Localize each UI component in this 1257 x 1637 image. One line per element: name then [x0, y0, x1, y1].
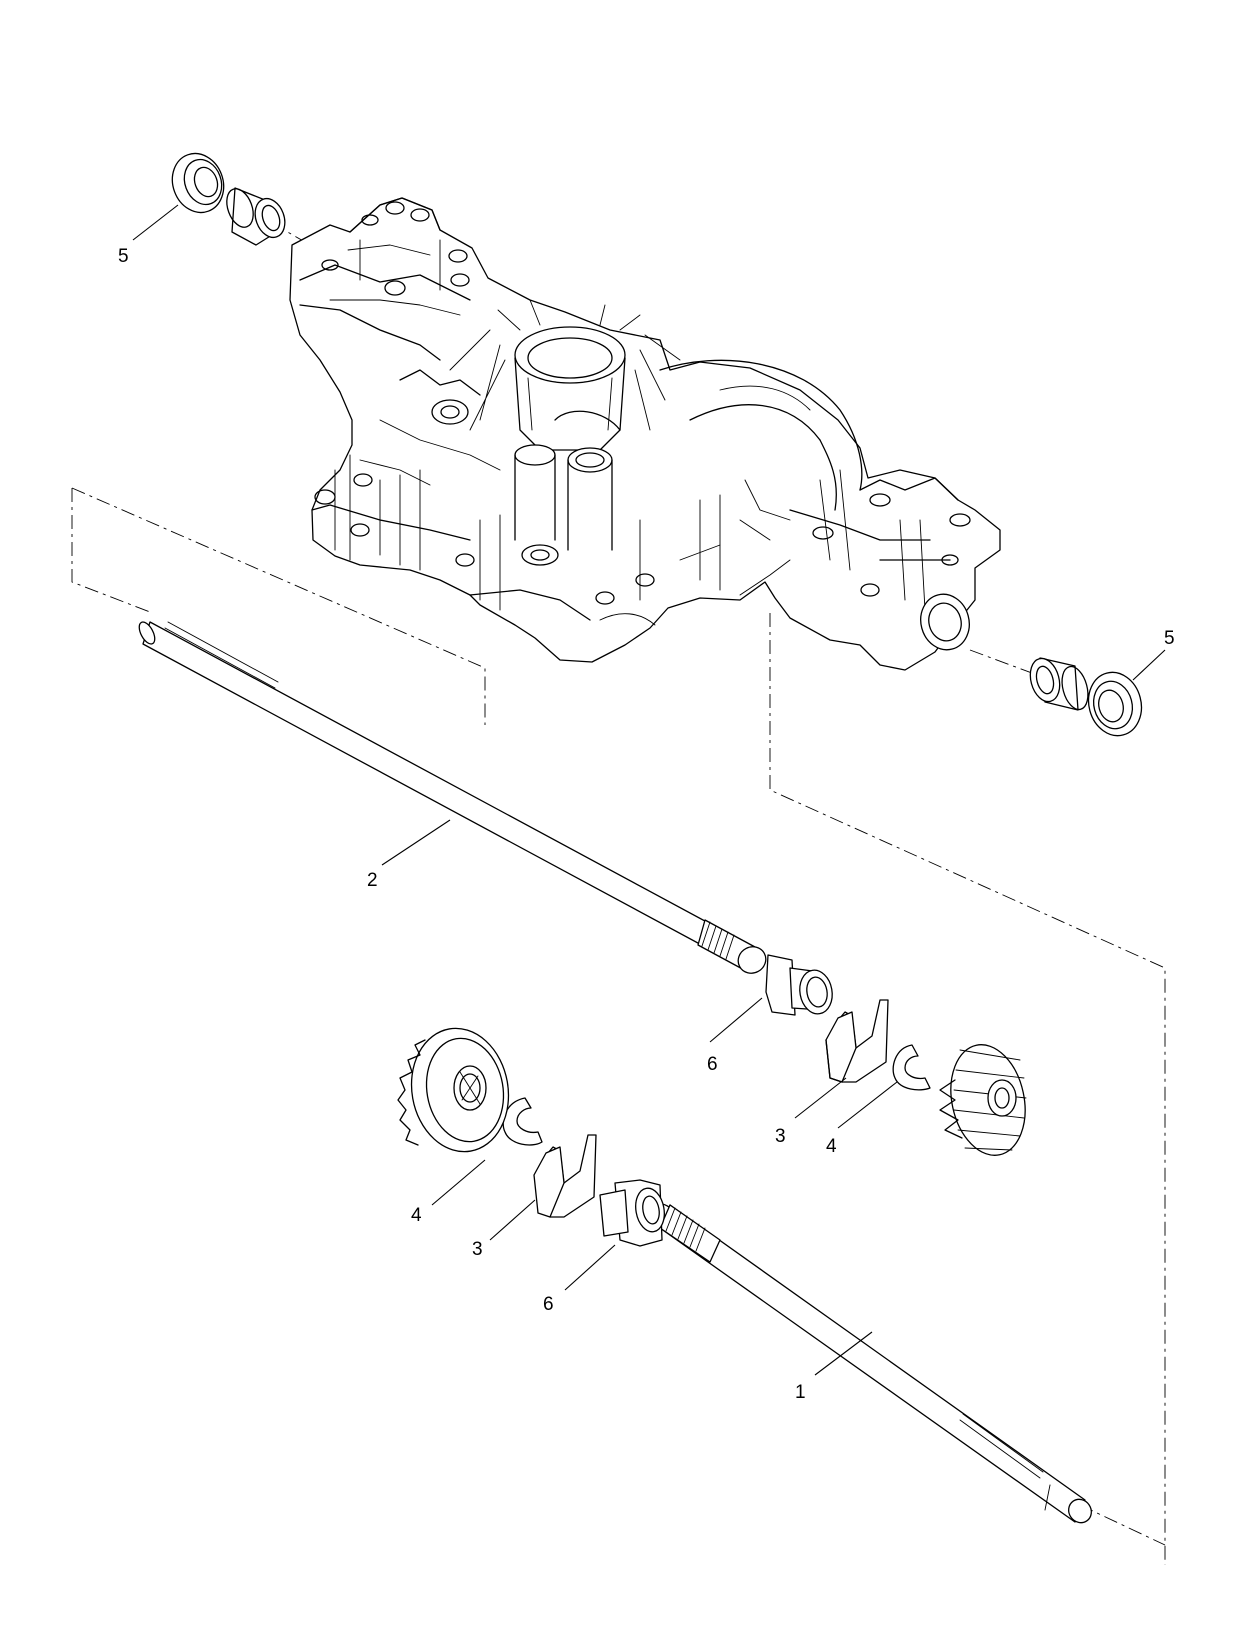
bushing-upper-left	[226, 187, 286, 246]
callouts: 5 5 2 6 3 4 4 3 6 1	[118, 246, 1175, 1403]
callout-6-upper: 6	[707, 1054, 718, 1075]
axle-shaft-lower	[653, 1203, 1092, 1524]
callout-3-upper: 3	[775, 1126, 786, 1147]
assembly-lines	[71, 222, 1166, 1565]
drive-gear-left	[397, 1027, 510, 1153]
callout-2: 2	[367, 870, 378, 891]
flanged-bushing-lower	[599, 1179, 665, 1247]
bevel-gear-right	[939, 1044, 1027, 1156]
flanged-bushing-upper	[765, 954, 833, 1016]
callout-3-lower: 3	[472, 1239, 483, 1260]
callout-6-lower: 6	[543, 1294, 554, 1315]
c-washer-upper	[892, 1044, 931, 1091]
callout-5-lower: 5	[1164, 628, 1175, 649]
thrust-plate-upper	[825, 999, 889, 1083]
thrust-plate-lower	[533, 1134, 597, 1218]
leader-lines	[132, 204, 1166, 1376]
transaxle-housing	[289, 197, 1001, 671]
callout-4-upper: 4	[826, 1136, 837, 1157]
callout-1: 1	[795, 1382, 806, 1403]
c-washer-lower	[502, 1097, 543, 1146]
oil-seal-lower-right	[1087, 671, 1143, 737]
bushing-lower-right	[1029, 657, 1089, 711]
oil-seal-upper-left	[171, 152, 225, 214]
axle-shaft-upper	[138, 621, 767, 974]
callout-5-upper: 5	[118, 246, 129, 267]
callout-4-lower: 4	[411, 1205, 422, 1226]
